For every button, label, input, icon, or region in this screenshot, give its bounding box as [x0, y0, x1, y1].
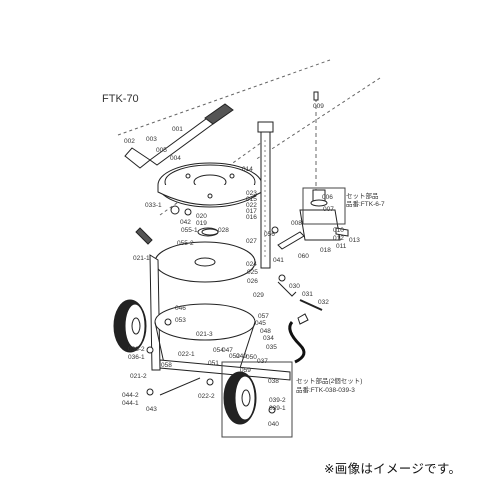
label-055-2: 055-2 — [177, 240, 194, 247]
label-022-2: 022-2 — [198, 393, 215, 400]
handle-part — [124, 103, 234, 169]
label-007: 007 — [323, 206, 334, 213]
label-039-2: 039-2 — [269, 397, 286, 404]
label-044-1: 044-1 — [122, 400, 139, 407]
label-016: 016 — [246, 214, 257, 221]
label-038: 038 — [268, 378, 279, 385]
label-058: 058 — [161, 362, 172, 369]
label-041: 041 — [273, 257, 284, 264]
label-009: 009 — [313, 103, 324, 110]
label-057: 057 — [258, 313, 269, 320]
set-part-top-line1: セット部品 — [346, 191, 379, 200]
label-044-2: 044-2 — [122, 392, 139, 399]
label-018: 018 — [320, 247, 331, 254]
part-labels: 001 002 003 004 005 006 007 008 009 010 … — [122, 103, 385, 428]
set-part-bottom-line2: 品番:FTK-038-039-3 — [296, 386, 355, 394]
label-031: 031 — [302, 291, 313, 298]
label-021-3: 021-3 — [196, 331, 213, 338]
wheel-left-part — [113, 299, 147, 353]
label-019: 019 — [196, 220, 207, 227]
cart-frame-part — [135, 227, 291, 396]
label-056: 056 — [264, 231, 275, 238]
label-039-1: 039-1 — [269, 405, 286, 412]
label-030: 030 — [289, 283, 300, 290]
label-022: 022 — [246, 202, 257, 209]
label-012: 012 — [333, 235, 344, 242]
label-025: 025 — [247, 269, 258, 276]
label-010: 010 — [333, 227, 344, 234]
label-051: 051 — [208, 360, 219, 367]
wheel-right-part — [223, 371, 257, 425]
label-037: 037 — [257, 358, 268, 365]
label-004: 004 — [170, 155, 181, 162]
label-011: 011 — [336, 243, 347, 250]
label-046: 046 — [175, 305, 186, 312]
label-036-1: 036-1 — [128, 354, 145, 361]
label-014: 014 — [242, 166, 253, 173]
label-049: 049 — [236, 353, 247, 360]
label-040: 040 — [268, 421, 279, 428]
label-017: 017 — [246, 208, 257, 215]
label-032: 032 — [318, 299, 329, 306]
label-048: 048 — [260, 328, 271, 335]
label-023: 023 — [246, 190, 257, 197]
label-005: 005 — [156, 147, 167, 154]
label-045: 045 — [255, 320, 266, 327]
label-028: 028 — [218, 227, 229, 234]
label-021-2: 021-2 — [130, 373, 147, 380]
label-043: 043 — [146, 406, 157, 413]
label-042: 042 — [180, 219, 191, 226]
grease-hose-part — [277, 281, 323, 364]
label-022-1: 022-1 — [178, 351, 195, 358]
label-052: 052 — [229, 353, 240, 360]
label-029: 029 — [253, 292, 264, 299]
label-002: 002 — [124, 138, 135, 145]
pressure-plate-part — [154, 227, 256, 283]
lid-part — [157, 162, 263, 208]
label-006: 006 — [322, 194, 333, 201]
label-003: 003 — [146, 136, 157, 143]
label-027: 027 — [246, 238, 257, 245]
label-035: 035 — [266, 344, 277, 351]
label-008: 008 — [291, 220, 302, 227]
label-050: 050 — [246, 354, 257, 361]
pump-head-part — [277, 189, 349, 250]
set-part-bottom-line1: セット部品(2個セット) — [296, 376, 362, 385]
label-020: 020 — [196, 213, 207, 220]
label-036-2: 036-2 — [128, 346, 145, 353]
label-047: 047 — [222, 347, 233, 354]
set-part-top-line2: 品番:FTK-6-7 — [346, 200, 385, 208]
label-060: 060 — [298, 253, 309, 260]
label-034: 034 — [263, 335, 274, 342]
image-note: ※画像はイメージです。 — [324, 461, 462, 476]
label-059: 059 — [240, 367, 251, 374]
label-024: 024 — [246, 261, 257, 268]
model-title: FTK-70 — [102, 93, 139, 105]
pump-tube-part — [257, 121, 274, 269]
label-015: 015 — [246, 196, 257, 203]
label-055-1: 055-1 — [181, 227, 198, 234]
label-026: 026 — [247, 278, 258, 285]
label-021-1: 021-1 — [133, 255, 150, 262]
label-001: 001 — [172, 126, 183, 133]
label-054: 054 — [213, 347, 224, 354]
label-033-1: 033-1 — [145, 202, 162, 209]
label-053: 053 — [175, 317, 186, 324]
label-013: 013 — [349, 237, 360, 244]
